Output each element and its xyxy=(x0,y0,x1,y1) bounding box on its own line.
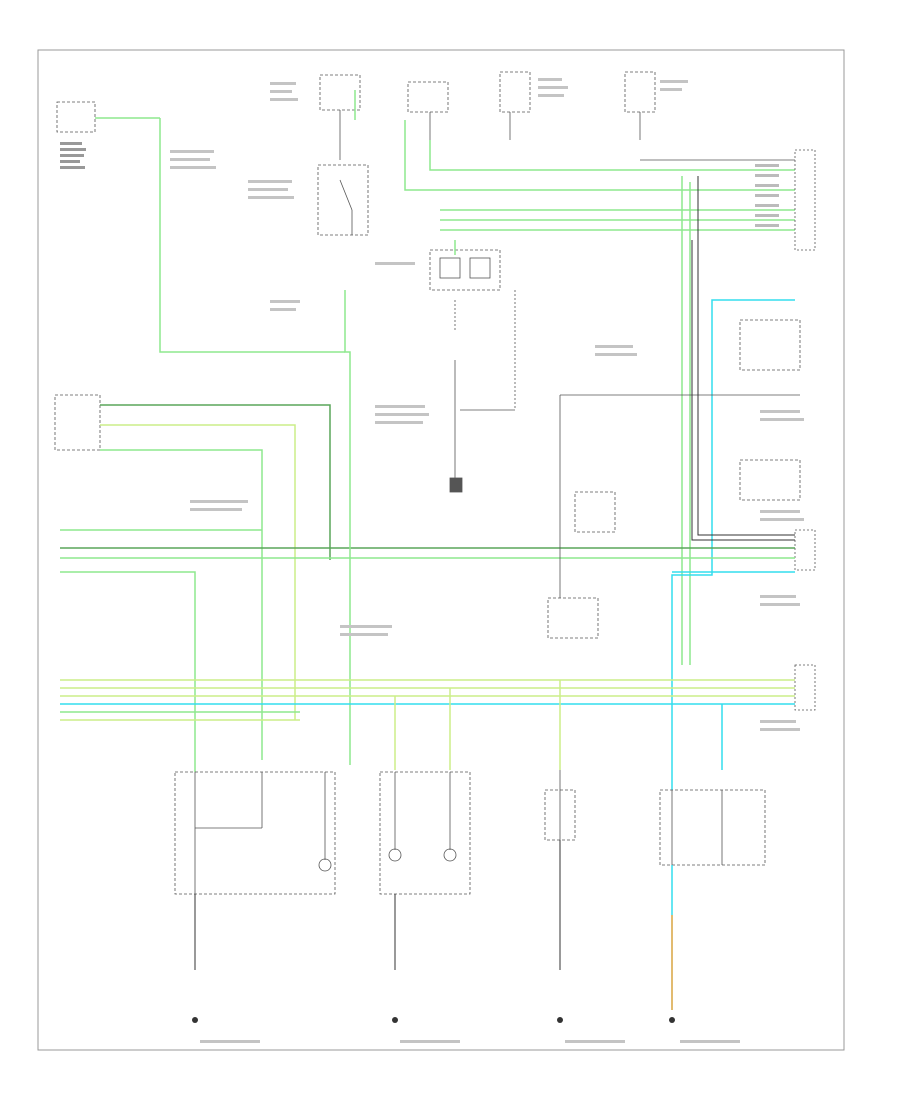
lamp-icon xyxy=(388,848,402,862)
wire-left-vertical xyxy=(159,118,345,353)
fuse-block-4 xyxy=(624,71,795,161)
lower-right-connector xyxy=(794,664,816,711)
ground-icon xyxy=(192,1017,675,1023)
top-right-bus xyxy=(404,120,795,665)
relay-lower xyxy=(547,491,616,639)
combination-switch xyxy=(429,249,501,291)
lamp-icon xyxy=(443,848,457,862)
combination-meter xyxy=(659,789,766,866)
fuse-block-3 xyxy=(499,71,531,140)
right-wire-labels xyxy=(755,164,779,227)
label-marks xyxy=(170,78,804,1043)
lamp-icon xyxy=(318,858,332,872)
lamp-assembly-mid xyxy=(379,771,471,895)
ground-wires xyxy=(194,840,561,970)
right-connector-top xyxy=(794,149,816,251)
relay-switch xyxy=(317,164,369,236)
lower-bus xyxy=(60,679,795,770)
right-black-bus xyxy=(691,176,795,541)
wire-cyan-right xyxy=(671,299,795,790)
left-switch-block xyxy=(54,394,101,451)
lamp-assembly-left xyxy=(174,771,336,895)
top-left-labels xyxy=(60,142,86,169)
ignition-switch xyxy=(449,290,516,493)
diagram-border xyxy=(37,49,845,1051)
right-components xyxy=(559,319,816,571)
mid-green-bus xyxy=(60,290,795,772)
fuse-block-2 xyxy=(407,81,449,140)
fuse-block-1 xyxy=(319,74,361,160)
top-left-relay xyxy=(56,101,160,133)
